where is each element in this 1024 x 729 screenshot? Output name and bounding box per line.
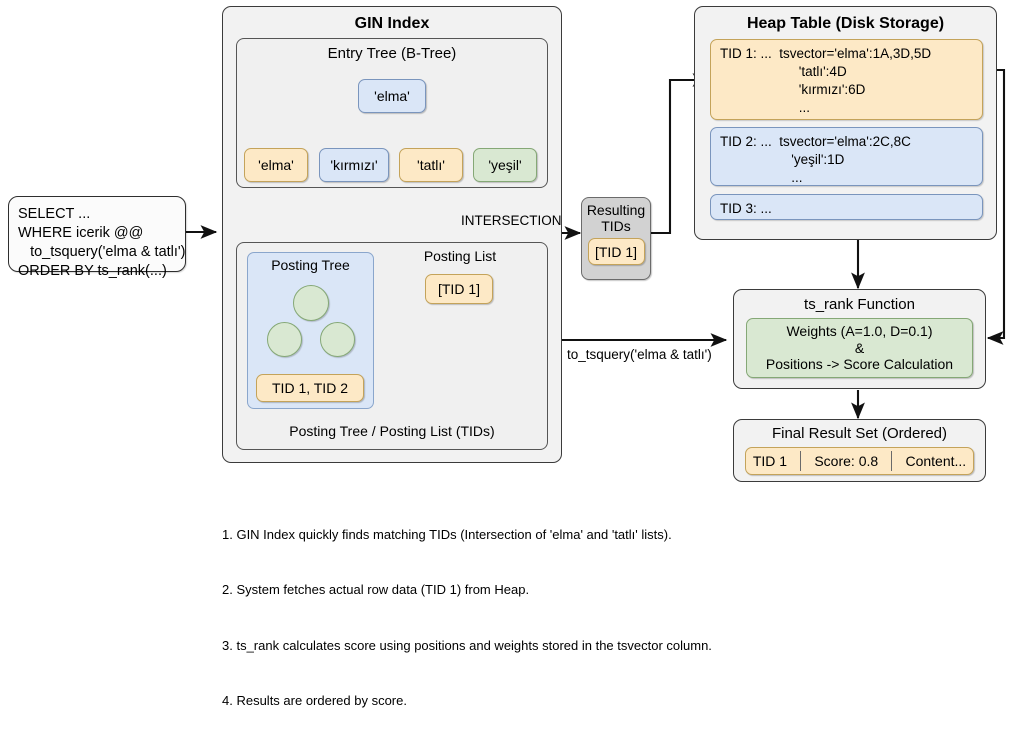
heap-row-tid2-line3: ... [720, 170, 803, 186]
entry-tree-root[interactable]: 'elma' [358, 79, 426, 113]
entry-tree-root-label: 'elma' [374, 88, 410, 104]
heap-row-tid2[interactable]: TID 2: ... tsvector='elma':2C,8C 'yeşil'… [710, 127, 983, 186]
sql-line-1: SELECT ... [18, 206, 91, 222]
ts-rank-body-line2: & [854, 339, 865, 356]
notes-list: 1. GIN Index quickly finds matching TIDs… [222, 489, 882, 729]
posting-list-title: Posting List [423, 248, 497, 264]
final-result-row[interactable]: TID 1 Score: 0.8 Content... [745, 447, 974, 475]
heap-row-tid1-line4: ... [720, 100, 811, 116]
ts-rank-body-line3: Positions -> Score Calculation [765, 356, 954, 373]
ts-rank-body: Weights (A=1.0, D=0.1) & Positions -> Sc… [746, 318, 973, 378]
sql-line-2: WHERE icerik @@ [18, 225, 144, 242]
entry-tree-title: Entry Tree (B-Tree) [327, 45, 457, 62]
resulting-tids-title-line2: TIDs [601, 218, 631, 234]
resulting-tids-value-label: [TID 1] [594, 243, 637, 260]
heap-row-tid2-line1: TID 2: ... tsvector='elma':2C,8C [720, 134, 911, 149]
ts-rank-body-line1: Weights (A=1.0, D=0.1) [786, 323, 933, 340]
entry-tree-leaf-tatli-label: 'tatlı' [417, 157, 445, 173]
final-result-separator-2 [891, 451, 893, 471]
entry-tree-leaf-yesil[interactable]: 'yeşil' [473, 148, 537, 182]
final-result-separator-1 [800, 451, 802, 471]
tsquery-edge-label: to_tsquery('elma & tatlı') [567, 347, 712, 362]
heap-row-tid2-line2: 'yeşil':1D [720, 152, 845, 168]
sql-query-box: SELECT ... WHERE icerik @@ to_tsquery('e… [8, 196, 186, 279]
posting-list-value-label: [TID 1] [437, 281, 480, 297]
sql-line-3: to_tsquery('elma & tatlı') [18, 244, 186, 261]
posting-tree-node-root[interactable] [293, 285, 329, 321]
entry-tree-leaf-kirmizi[interactable]: 'kırmızı' [319, 148, 389, 182]
posting-tree-title: Posting Tree [271, 257, 350, 273]
posting-list-value[interactable]: [TID 1] [425, 274, 493, 304]
entry-tree-leaf-kirmizi-label: 'kırmızı' [330, 157, 378, 173]
heap-row-tid1-line1: TID 1: ... tsvector='elma':1A,3D,5D [720, 46, 932, 61]
resulting-tids-box[interactable]: Resulting TIDs [TID 1] [581, 197, 651, 280]
posting-tree-leaf-tids-label: TID 1, TID 2 [272, 380, 348, 396]
gin-index-title: GIN Index [354, 15, 430, 32]
final-result-cell-tid: TID 1 [752, 453, 788, 469]
posting-tree-leaf-tids[interactable]: TID 1, TID 2 [256, 374, 364, 402]
entry-tree-leaf-elma-label: 'elma' [258, 157, 294, 173]
posting-tree-node-right[interactable] [320, 322, 355, 357]
final-result-cell-score: Score: 0.8 [814, 453, 879, 469]
note-1: 1. GIN Index quickly finds matching TIDs… [222, 526, 672, 542]
resulting-tids-value[interactable]: [TID 1] [587, 238, 645, 265]
heap-row-tid3-line1: TID 3: ... [720, 201, 772, 216]
entry-tree-leaf-elma[interactable]: 'elma' [244, 148, 308, 182]
resulting-tids-title-line1: Resulting [586, 202, 646, 218]
final-result-title: Final Result Set (Ordered) [771, 425, 948, 442]
posting-tree-node-left[interactable] [267, 322, 302, 357]
heap-table-title: Heap Table (Disk Storage) [746, 15, 945, 32]
entry-tree-leaf-yesil-label: 'yeşil' [488, 157, 522, 173]
note-4: 4. Results are ordered by score. [222, 692, 407, 708]
heap-row-tid1-line3: 'kırmızı':6D [720, 82, 866, 98]
ts-rank-title: ts_rank Function [804, 296, 915, 313]
intersection-label: INTERSECTION [461, 213, 562, 228]
note-2: 2. System fetches actual row data (TID 1… [222, 582, 530, 598]
sql-line-4: ORDER BY ts_rank(...) [18, 263, 167, 280]
note-3: 3. ts_rank calculates score using positi… [222, 637, 712, 653]
heap-row-tid1-line2: 'tatlı':4D [720, 64, 847, 80]
entry-tree-leaf-tatli[interactable]: 'tatlı' [399, 148, 463, 182]
heap-row-tid3[interactable]: TID 3: ... [710, 194, 983, 220]
final-result-cell-content: Content... [905, 453, 967, 469]
heap-row-tid1[interactable]: TID 1: ... tsvector='elma':1A,3D,5D 'tat… [710, 39, 983, 120]
posting-area-footer: Posting Tree / Posting List (TIDs) [289, 423, 495, 439]
